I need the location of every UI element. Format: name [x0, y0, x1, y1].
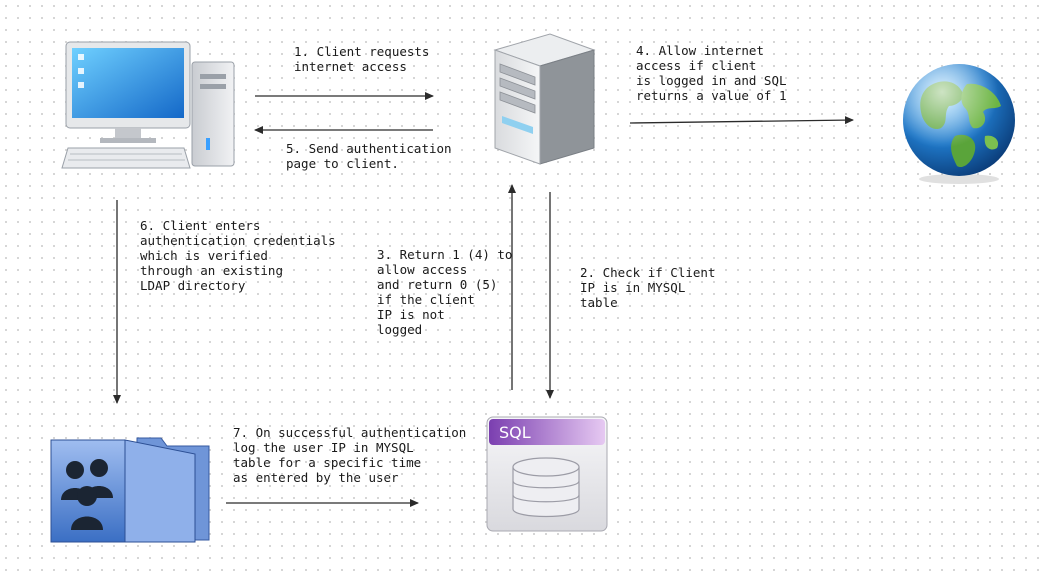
step-7-label: 7. On successful authentication log the … — [233, 425, 467, 485]
ldap-directory — [45, 430, 215, 552]
computer-icon — [61, 41, 235, 169]
globe-icon — [903, 64, 1015, 184]
step-2-label: 2. Check if Client IP is in MYSQL table — [580, 265, 716, 310]
step-5-label: 5. Send authentication page to client. — [286, 141, 452, 171]
server — [490, 30, 600, 174]
sql-database-icon — [486, 416, 608, 532]
client-computer — [60, 40, 240, 184]
ldap-folder-icon — [50, 437, 210, 543]
internet-globe — [897, 62, 1027, 190]
sql-database: SQL — [483, 415, 613, 544]
step-3-label: 3. Return 1 (4) to allow access and retu… — [377, 247, 513, 337]
arrow-server-to-internet — [629, 116, 854, 125]
step-1-label: 1. Client requests internet access — [294, 44, 430, 74]
step-6-label: 6. Client enters authentication credenti… — [140, 218, 336, 293]
step-4-label: 4. Allow internet access if client is lo… — [636, 43, 787, 103]
sql-header-label: SQL — [499, 423, 531, 442]
server-icon — [493, 33, 596, 165]
